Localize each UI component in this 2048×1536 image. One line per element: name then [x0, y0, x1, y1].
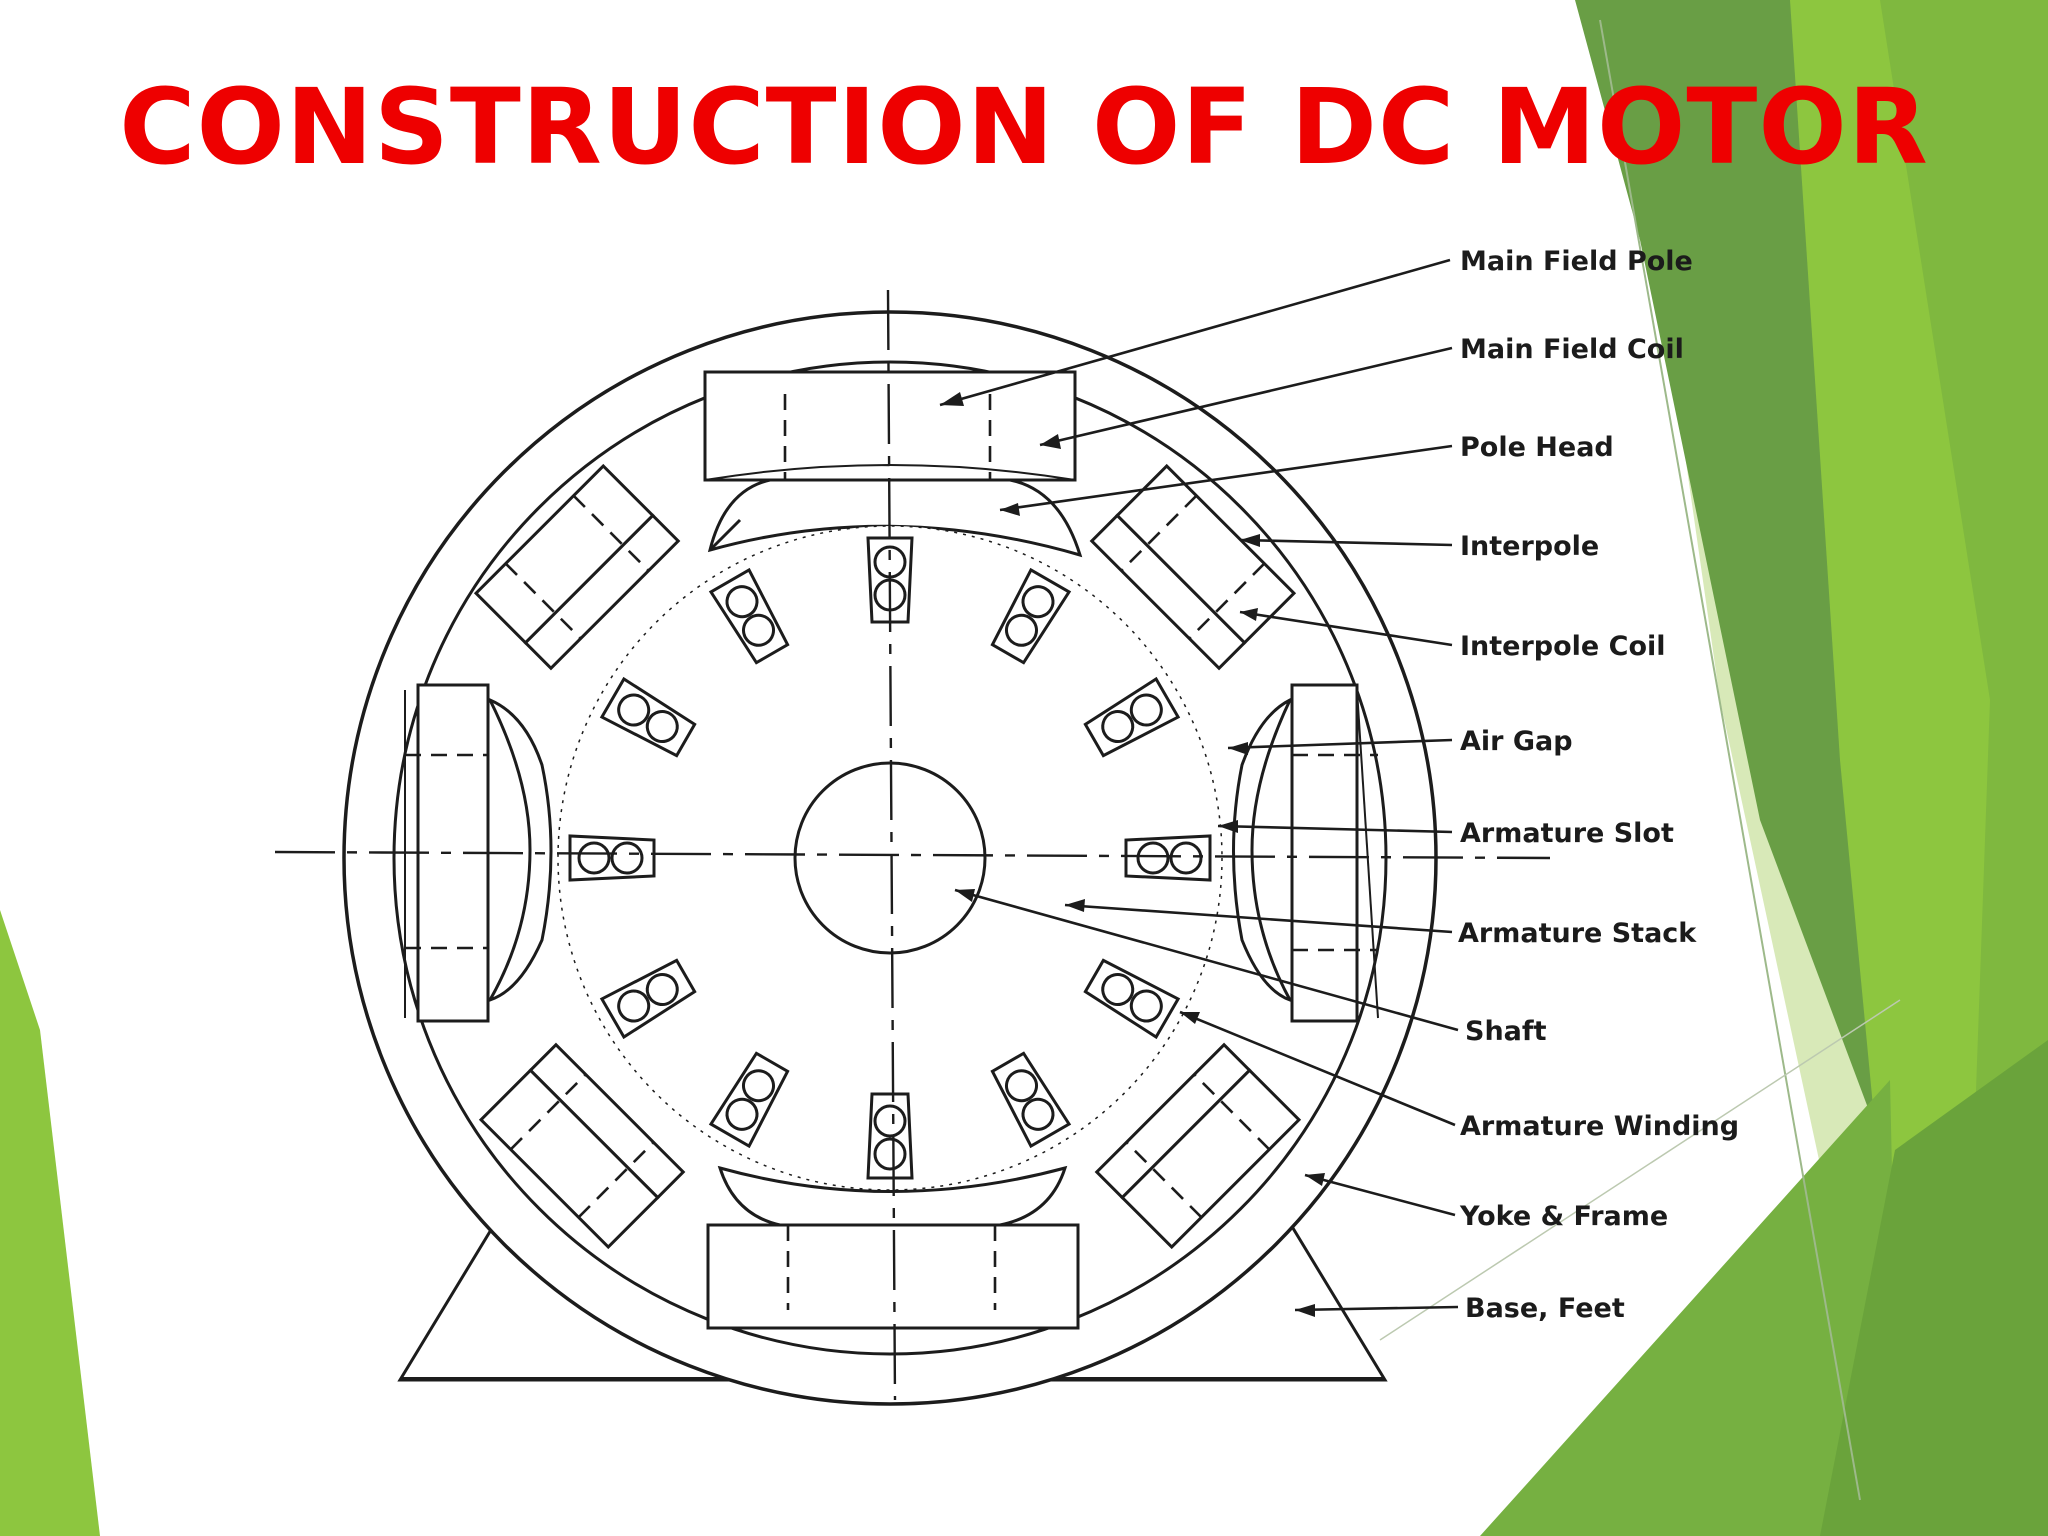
interpole-top-left: [473, 463, 681, 671]
bottom-green-shape: [1480, 1080, 1900, 1536]
label-interpole-coil: Interpole Coil: [1460, 631, 1666, 662]
left-green-shape: [0, 910, 100, 1536]
bottom-dark-shape: [1820, 1040, 2048, 1536]
part-labels: Main Field Pole Main Field Coil Pole Hea…: [1458, 246, 1739, 1324]
label-main-field-coil: Main Field Coil: [1460, 334, 1684, 365]
armature-slot: [866, 1092, 914, 1180]
label-interpole: Interpole: [1460, 531, 1599, 562]
label-pole-head: Pole Head: [1460, 432, 1614, 463]
interpole-bottom-right: [1094, 1042, 1302, 1250]
slide-title: CONSTRUCTION OF DC MOTOR: [119, 66, 1929, 188]
interpole-bottom-left: [478, 1042, 686, 1250]
label-armature-stack: Armature Stack: [1458, 918, 1697, 949]
main-field-pole-right: [1290, 683, 1379, 1023]
interpole-top-right: [1089, 463, 1297, 671]
thin-line: [1599, 19, 1861, 1501]
label-armature-slot: Armature Slot: [1460, 818, 1674, 849]
label-shaft: Shaft: [1465, 1016, 1547, 1047]
leader-lines: [939, 258, 1459, 1312]
label-base-feet: Base, Feet: [1465, 1293, 1625, 1324]
label-main-field-pole: Main Field Pole: [1460, 246, 1693, 277]
thin-line: [1379, 999, 1901, 1341]
label-armature-winding: Armature Winding: [1460, 1111, 1739, 1142]
armature-slot: [568, 834, 656, 882]
leader-arrowheads: [940, 392, 1325, 1317]
armature-slot: [1124, 834, 1212, 882]
main-field-pole-bottom: [706, 1223, 1080, 1330]
label-yoke-frame: Yoke & Frame: [1459, 1201, 1668, 1232]
center-lines: [274, 289, 1551, 1401]
label-air-gap: Air Gap: [1460, 726, 1573, 757]
